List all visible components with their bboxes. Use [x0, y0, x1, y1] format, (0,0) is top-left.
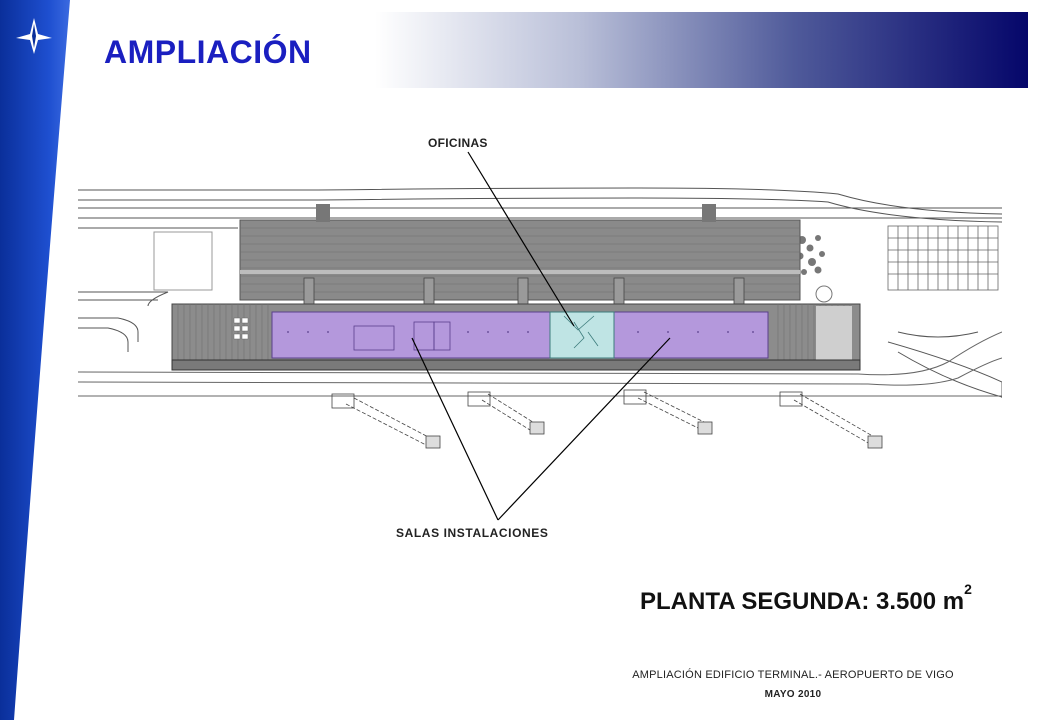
floor-area-superscript: 2	[964, 581, 972, 597]
left-blue-band	[0, 0, 70, 720]
plane-arrow-icon	[16, 18, 52, 54]
header-bar	[95, 12, 1028, 88]
floor-area-heading: PLANTA SEGUNDA: 3.500 m2	[640, 581, 972, 616]
floor-area-text: PLANTA SEGUNDA: 3.500 m	[640, 588, 965, 615]
page-title: AMPLIACIÓN	[104, 34, 312, 70]
label-oficinas: OFICINAS	[428, 136, 488, 150]
label-salas-instalaciones: SALAS INSTALACIONES	[396, 526, 549, 540]
floor-plan	[78, 187, 1002, 449]
footer-title: AMPLIACIÓN EDIFICIO TERMINAL.- AEROPUERT…	[632, 669, 954, 681]
footer-date: MAYO 2010	[764, 689, 822, 700]
